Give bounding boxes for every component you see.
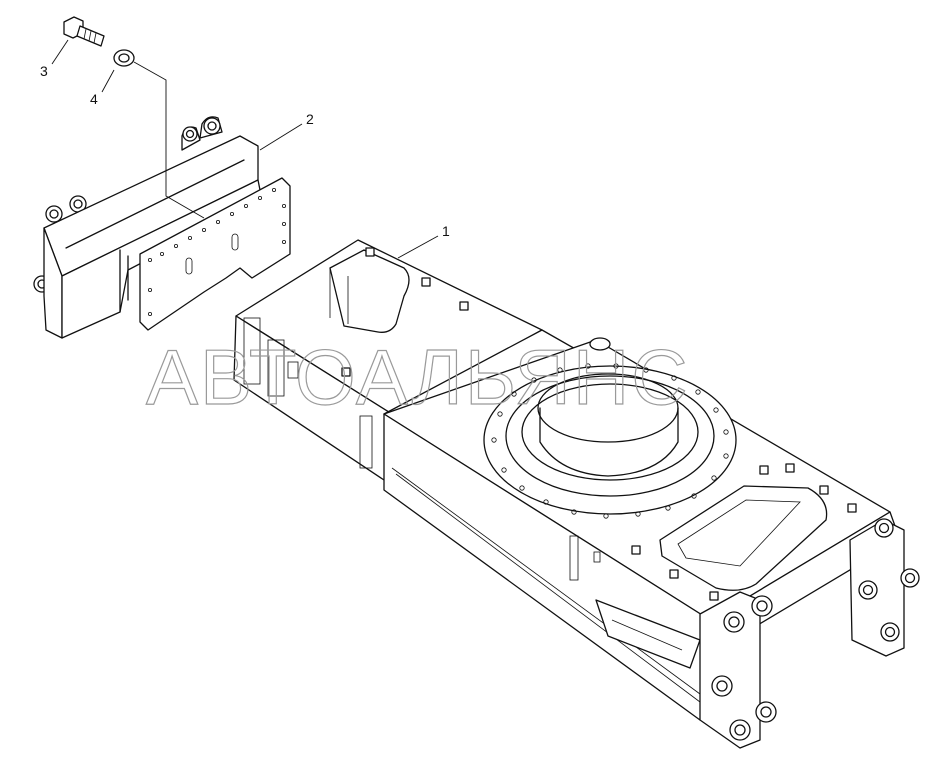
callout-3-label: 3 (40, 63, 48, 79)
callout-1-label: 1 (442, 223, 450, 239)
callout-3: 3 (40, 39, 69, 79)
callout-2: 2 (259, 111, 314, 151)
bracket-part (33, 116, 291, 339)
watermark-text: АВТОАЛЬЯНС (146, 333, 690, 421)
bolt-part (63, 16, 105, 47)
callout-4: 4 (90, 69, 115, 107)
callout-1: 1 (397, 223, 450, 259)
washer-part (113, 49, 135, 67)
callout-2-label: 2 (306, 111, 314, 127)
frame-part (233, 239, 920, 749)
callout-4-label: 4 (90, 91, 98, 107)
